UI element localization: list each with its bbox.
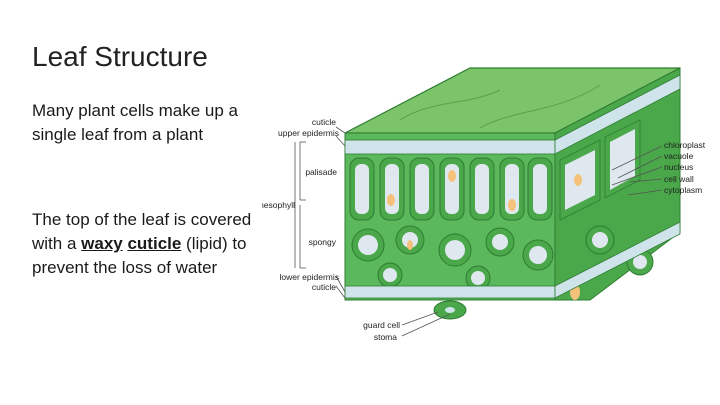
detail-text: The top of the leaf is covered with a wa… [32,208,252,280]
label-nucleus: nucleus [664,162,693,172]
label-stoma: stoma [374,332,397,342]
waxy-term: waxy [81,234,123,253]
spongy-layer [351,225,654,300]
detail-text-start: The top of the leaf is covered with a [32,210,252,253]
intro-text: Many plant cells make up a single leaf f… [32,101,238,144]
palisade-layer [349,157,553,221]
label-mesophyll: mesophyll [262,200,295,210]
upper-epidermis-layer [344,139,556,155]
label-spongy: spongy [309,237,337,247]
leaf-cross-section-diagram: cuticle upper epidermis palisade mesophy… [262,67,706,342]
nucleus [387,194,395,206]
label-palisade: palisade [305,167,337,177]
label-guard-cell: guard cell [363,320,400,330]
nucleus [508,199,516,211]
label-cuticle-bottom: cuticle [312,282,336,292]
label-upper-epidermis: upper epidermis [278,128,339,138]
cuticle-term: cuticle [127,234,182,253]
detail-text-end: (lipid) to prevent the loss of water [32,234,247,277]
label-vacuole: vacuole [664,151,694,161]
label-chloroplast: chloroplast [664,140,706,150]
nucleus [448,170,456,182]
lower-epidermis-layer [344,285,556,299]
slide-title: Leaf Structure [32,41,208,72]
label-cytoplasm: cytoplasm [664,185,702,195]
label-lower-epidermis: lower epidermis [279,272,339,282]
label-cuticle-top: cuticle [312,117,336,127]
label-cell-wall: cell wall [664,174,694,184]
